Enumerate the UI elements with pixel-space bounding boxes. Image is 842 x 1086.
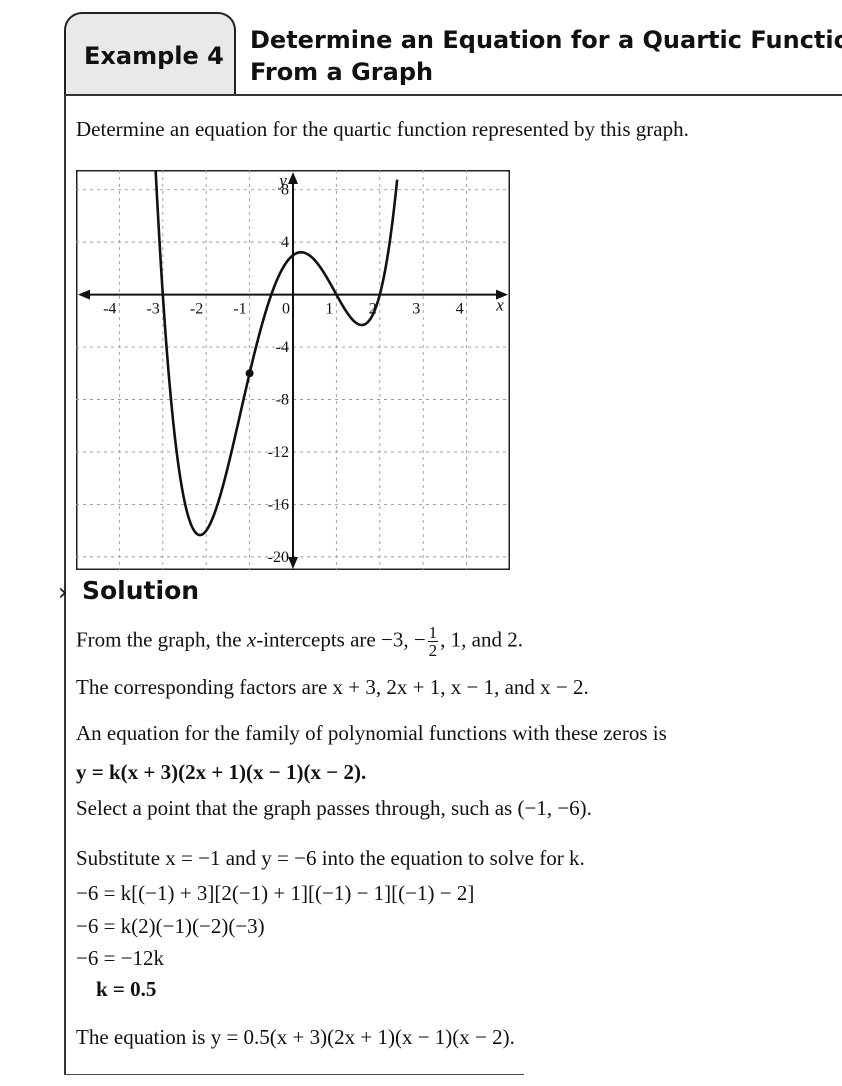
solution-line-factors: The corresponding factors are x + 3, 2x … bbox=[76, 675, 589, 699]
family-equation: y = k(x + 3)(2x + 1)(x − 1)(x − 2). bbox=[76, 760, 367, 784]
quartic-graph: -4 -3 -2 -1 0 1 2 3 4 8 4 -4 -8 -12 -16 -20 x y bbox=[76, 170, 510, 570]
example-title-line-1: Determine an Equation for a Quartic Func… bbox=[250, 26, 842, 54]
tick-labels: -4 -3 -2 -1 0 1 2 3 4 8 4 -4 -8 -12 -16 -20 x y bbox=[103, 171, 504, 566]
x-axis-arrow-left bbox=[78, 289, 90, 300]
y-axis-arrow-down bbox=[288, 557, 298, 569]
x-tick-label: 3 bbox=[412, 301, 420, 318]
work-step-3: −6 = −12k bbox=[76, 946, 165, 970]
work-step-1: −6 = k[(−1) + 3][2(−1) + 1][(−1) − 1][(−… bbox=[76, 881, 475, 905]
example-title-line-2: From a Graph bbox=[250, 58, 434, 86]
y-tick-label: -4 bbox=[276, 339, 289, 356]
example-tab bbox=[64, 12, 236, 94]
x-tick-label: 4 bbox=[456, 301, 464, 318]
problem-prompt: Determine an equation for the quartic fu… bbox=[76, 117, 689, 141]
x-axis-arrow-right bbox=[496, 289, 508, 300]
y-tick-label: -20 bbox=[268, 549, 289, 566]
bottom-frame-rule bbox=[64, 1074, 524, 1075]
solution-line-intercepts: From the graph, the x-intercepts are −3,… bbox=[76, 623, 523, 660]
x-tick-label: -4 bbox=[103, 301, 116, 318]
y-tick-label: 4 bbox=[281, 234, 289, 251]
quartic-curve bbox=[154, 170, 399, 537]
x-axis-label: x bbox=[495, 296, 504, 315]
header-rule bbox=[64, 94, 842, 96]
solution-heading: Solution bbox=[82, 576, 200, 605]
solution-line-family: An equation for the family of polynomial… bbox=[76, 721, 667, 745]
y-axis-label: y bbox=[277, 171, 287, 190]
marked-point bbox=[245, 369, 254, 378]
y-tick-label: 8 bbox=[281, 182, 289, 199]
x-tick-label: -3 bbox=[146, 301, 159, 318]
work-step-2: −6 = k(2)(−1)(−2)(−3) bbox=[76, 914, 265, 938]
x-tick-label: -1 bbox=[233, 301, 246, 318]
x-tick-label: 2 bbox=[369, 301, 377, 318]
x-tick-label: 0 bbox=[282, 301, 290, 318]
marked-points bbox=[245, 369, 254, 378]
work-step-4: k = 0.5 bbox=[96, 977, 157, 1001]
solution-line-point: Select a point that the graph passes thr… bbox=[76, 796, 592, 820]
y-axis-arrow-up bbox=[288, 172, 298, 184]
axes bbox=[78, 172, 508, 569]
y-tick-label: -8 bbox=[276, 392, 289, 409]
solution-line-substitute: Substitute x = −1 and y = −6 into the eq… bbox=[76, 846, 585, 870]
final-equation: The equation is y = 0.5(x + 3)(2x + 1)(x… bbox=[76, 1025, 515, 1049]
x-tick-label: 1 bbox=[325, 301, 333, 318]
left-frame-rule bbox=[64, 94, 66, 1074]
example-label: Example 4 bbox=[84, 42, 224, 70]
solution-marker: › bbox=[58, 578, 68, 606]
y-tick-label: -12 bbox=[268, 444, 289, 461]
x-tick-label: -2 bbox=[190, 301, 203, 318]
y-tick-label: -16 bbox=[268, 496, 289, 513]
